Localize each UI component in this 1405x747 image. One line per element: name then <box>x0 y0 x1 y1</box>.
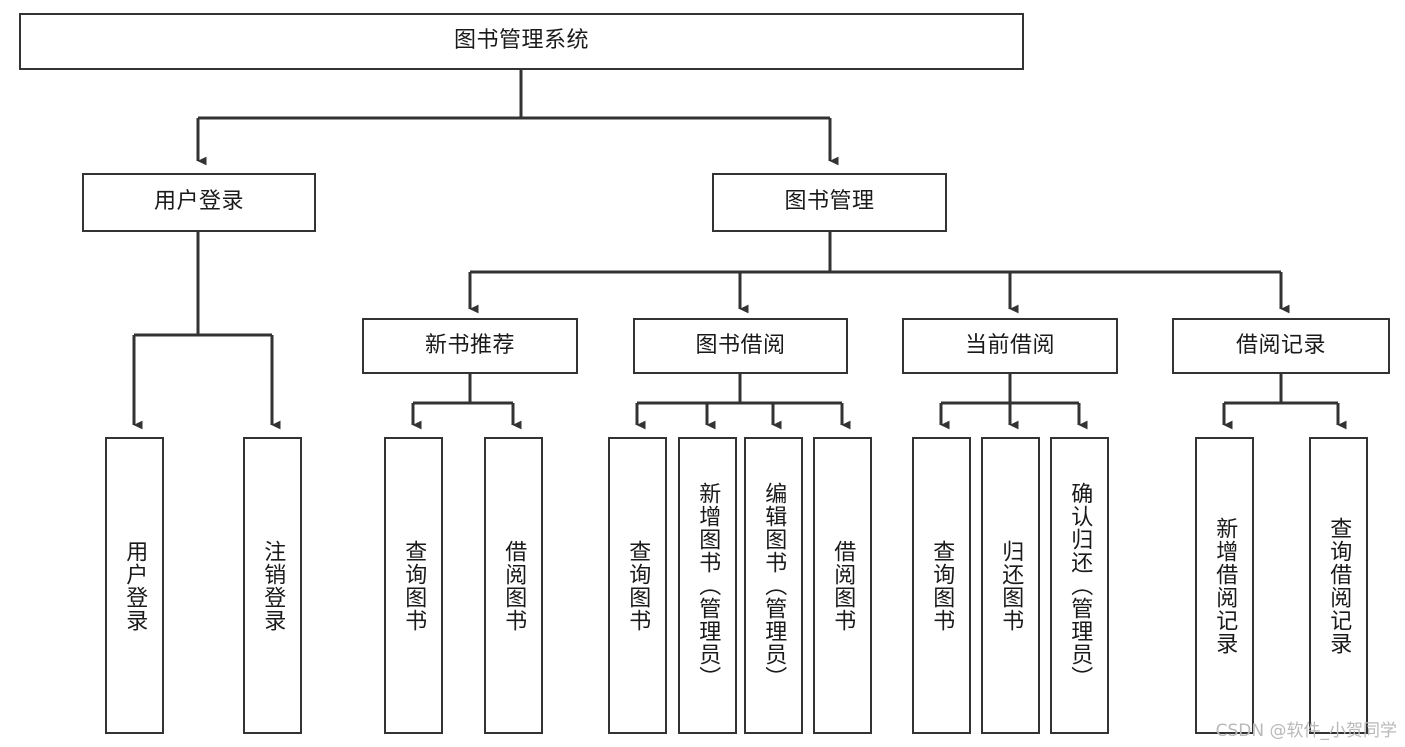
node-label: 查询图书 <box>401 539 427 632</box>
node-label: 查询借阅记录 <box>1326 516 1352 655</box>
node-leaf-confirm-return-admin[interactable]: 确认归还（管理员） <box>1050 437 1109 734</box>
node-label: 当前借阅 <box>964 332 1055 358</box>
node-label: 新增图书（管理员） <box>695 482 721 689</box>
node-root-book-management-system[interactable]: 图书管理系统 <box>19 13 1024 70</box>
node-user-login[interactable]: 用户登录 <box>82 173 316 232</box>
node-book-management[interactable]: 图书管理 <box>712 173 947 232</box>
node-leaf-add-book-admin[interactable]: 新增图书（管理员） <box>678 437 737 734</box>
node-leaf-query-books-current[interactable]: 查询图书 <box>912 437 971 734</box>
node-label: 图书管理系统 <box>453 28 589 54</box>
node-borrowing-record[interactable]: 借阅记录 <box>1172 318 1390 374</box>
node-leaf-borrow-books-recommend[interactable]: 借阅图书 <box>484 437 543 734</box>
node-leaf-logout[interactable]: 注销登录 <box>243 437 302 734</box>
node-label: 新增借阅记录 <box>1212 516 1238 655</box>
node-label: 查询图书 <box>929 539 955 632</box>
node-label: 借阅图书 <box>830 539 856 632</box>
node-label: 图书借阅 <box>695 332 786 358</box>
node-leaf-add-borrow-record[interactable]: 新增借阅记录 <box>1195 437 1254 734</box>
node-label: 编辑图书（管理员） <box>761 482 787 689</box>
node-leaf-user-login[interactable]: 用户登录 <box>105 437 164 734</box>
node-label: 注销登录 <box>260 539 286 632</box>
node-label: 用户登录 <box>122 539 148 632</box>
node-leaf-query-borrow-record[interactable]: 查询借阅记录 <box>1309 437 1368 734</box>
node-leaf-edit-book-admin[interactable]: 编辑图书（管理员） <box>744 437 803 734</box>
node-label: 借阅记录 <box>1235 332 1326 358</box>
node-label: 图书管理 <box>784 189 875 215</box>
node-label: 新书推荐 <box>424 332 515 358</box>
node-label: 确认归还（管理员） <box>1067 482 1093 689</box>
node-label: 归还图书 <box>998 539 1024 632</box>
node-label: 借阅图书 <box>501 539 527 632</box>
csdn-watermark: CSDN @软件_小贺同学 <box>1215 721 1397 741</box>
node-leaf-query-books-recommend[interactable]: 查询图书 <box>384 437 443 734</box>
node-current-borrowing[interactable]: 当前借阅 <box>902 318 1118 374</box>
node-leaf-borrow-books[interactable]: 借阅图书 <box>813 437 872 734</box>
node-label: 用户登录 <box>153 189 244 215</box>
node-leaf-query-books-borrow[interactable]: 查询图书 <box>608 437 667 734</box>
node-new-book-recommendation[interactable]: 新书推荐 <box>362 318 578 374</box>
node-book-borrowing[interactable]: 图书借阅 <box>633 318 848 374</box>
node-leaf-return-books[interactable]: 归还图书 <box>981 437 1040 734</box>
node-label: 查询图书 <box>625 539 651 632</box>
